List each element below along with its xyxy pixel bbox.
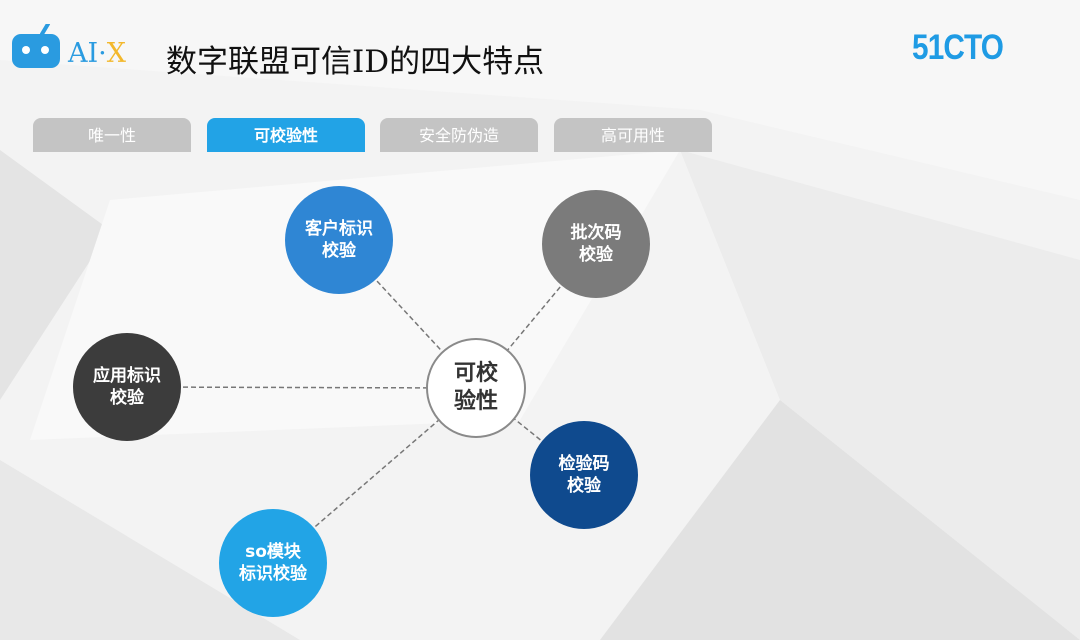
node-label: 检验码 bbox=[558, 454, 610, 474]
center-label: 可校 bbox=[453, 361, 498, 386]
node-customer-id-check: 客户标识校验 bbox=[285, 186, 393, 294]
node-batch-code-check: 批次码校验 bbox=[542, 190, 650, 298]
node-label: 校验 bbox=[579, 245, 613, 265]
tab-verifiability[interactable]: 可校验性 bbox=[207, 118, 365, 152]
node-app-id-check: 应用标识校验 bbox=[73, 333, 181, 441]
node-label: 校验 bbox=[567, 476, 601, 496]
node-check-code-check: 检验码校验 bbox=[530, 421, 638, 529]
node-label: 客户标识 bbox=[305, 219, 373, 239]
page-title: 数字联盟可信ID的四大特点 bbox=[166, 44, 545, 80]
tab-uniqueness[interactable]: 唯一性 bbox=[33, 118, 191, 152]
node-label: 应用标识 bbox=[93, 366, 161, 386]
node-label: 批次码 bbox=[570, 223, 622, 243]
brand-logo: 51CTO bbox=[912, 28, 1004, 67]
node-label: so模块 bbox=[245, 542, 301, 562]
connector-line bbox=[126, 386, 477, 389]
node-label: 标识校验 bbox=[239, 564, 307, 584]
center-node-verifiability: 可校验性 bbox=[426, 338, 526, 438]
logo-text: AI·X bbox=[68, 38, 126, 69]
logo-text-ai: AI· bbox=[68, 38, 107, 69]
robot-logo-icon bbox=[12, 24, 60, 68]
tab-anti-forgery[interactable]: 安全防伪造 bbox=[380, 118, 538, 152]
center-label: 验性 bbox=[453, 389, 498, 414]
node-so-module-check: so模块标识校验 bbox=[219, 509, 327, 617]
node-label: 校验 bbox=[110, 388, 144, 408]
logo-text-x: X bbox=[106, 38, 126, 69]
node-label: 校验 bbox=[322, 241, 356, 261]
tab-high-availability[interactable]: 高可用性 bbox=[554, 118, 712, 152]
